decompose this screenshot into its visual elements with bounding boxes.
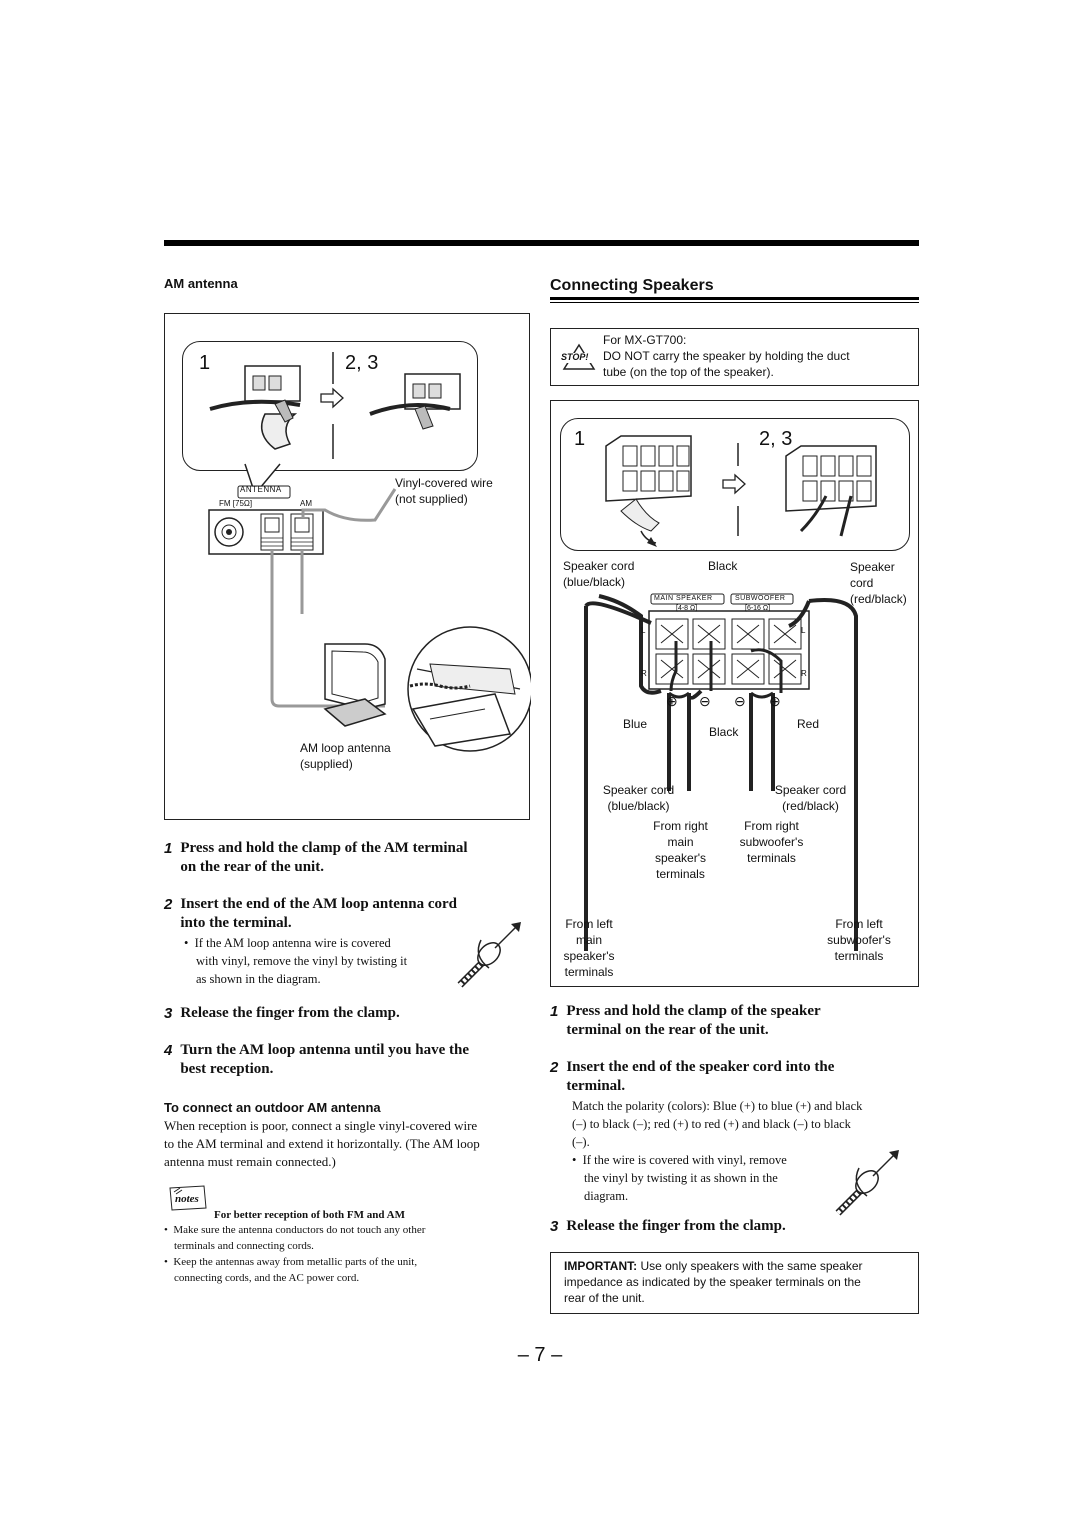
plus-icon: ⊕ xyxy=(769,693,781,709)
left-step2-bullet: • If the AM loop antenna wire is covered… xyxy=(184,936,408,986)
left-channel-label: L xyxy=(641,626,646,635)
important-text: IMPORTANT: Use only speakers with the sa… xyxy=(564,1259,863,1305)
speaker-inset-step-23: 2, 3 xyxy=(759,428,793,450)
caution-line-3: tube (on the top of the speaker). xyxy=(603,365,774,379)
right-channel-label: R xyxy=(641,669,647,678)
am-antenna-heading: AM antenna xyxy=(164,276,238,291)
subwoofer-label: SUBWOOFER xyxy=(735,595,786,602)
notes-item: • Keep the antennas away from metallic p… xyxy=(164,1256,418,1268)
right-channel-label-sub: R xyxy=(801,669,807,678)
am-antenna-drawing xyxy=(208,352,531,752)
red-label: Red xyxy=(797,717,820,731)
inset-step-23: 2, 3 xyxy=(345,352,379,374)
speaker-clamp-inset xyxy=(560,418,910,551)
cord-rb-lower-label: Speaker cord(red/black) xyxy=(774,783,847,813)
stop-icon xyxy=(562,343,596,370)
main-impedance-label: [4-8 Ω] xyxy=(676,605,698,612)
plus-icon: ⊕ xyxy=(666,693,678,709)
main-speaker-label: MAIN SPEAKER xyxy=(654,595,713,602)
twist-wire-icon xyxy=(457,922,521,988)
cord-red-black-label-2: cord xyxy=(850,576,874,590)
antenna-label: ANTENNA xyxy=(240,485,282,494)
caution-line-2: DO NOT carry the speaker by holding the … xyxy=(603,349,850,363)
minus-icon: ⊖ xyxy=(699,693,711,709)
title-rule-thin xyxy=(550,302,919,303)
am-antenna-figure: 1 2, 3 xyxy=(164,313,531,820)
notes-label: notes xyxy=(175,1193,199,1205)
vinyl-wire-label-2: (not supplied) xyxy=(395,492,468,506)
notes-list: • Make sure the antenna conductors do no… xyxy=(164,1222,534,1286)
speaker-inset-step-1: 1 xyxy=(574,428,586,450)
title-rule xyxy=(550,297,919,300)
caution-line-1: For MX-GT700: xyxy=(603,333,687,347)
cord-red-black-label-1: Speaker xyxy=(850,560,895,574)
vinyl-wire-label-1: Vinyl-covered wire xyxy=(395,476,493,490)
cord-blue-black-label-1: Speaker cord xyxy=(563,559,635,573)
outdoor-antenna-body: When reception is poor, connect a single… xyxy=(164,1118,480,1169)
loop-antenna-label-1: AM loop antenna xyxy=(300,741,391,755)
black-label-top: Black xyxy=(708,559,738,573)
top-rule xyxy=(164,240,919,246)
notes-item: • Make sure the antenna conductors do no… xyxy=(164,1224,426,1236)
blue-label: Blue xyxy=(623,717,648,731)
left-channel-label-sub: L xyxy=(801,626,806,635)
cord-red-black-label-3: (red/black) xyxy=(850,592,907,606)
loop-antenna-label-2: (supplied) xyxy=(300,757,353,771)
important-box: IMPORTANT: Use only speakers with the sa… xyxy=(550,1252,919,1314)
black-label-bottom: Black xyxy=(709,725,739,739)
page-number: – 7 – xyxy=(517,1344,563,1366)
outdoor-antenna-heading: To connect an outdoor AM antenna xyxy=(164,1100,381,1115)
fm-label: FM [75Ω] xyxy=(219,499,253,508)
am-label: AM xyxy=(300,499,312,508)
notes-icon: notes xyxy=(166,1184,208,1212)
stop-label: STOP! xyxy=(561,352,589,362)
sub-impedance-label: [6-16 Ω] xyxy=(745,605,771,612)
notes-heading: For better reception of both FM and AM xyxy=(214,1209,405,1221)
cord-blue-black-label-2: (blue/black) xyxy=(563,575,626,589)
clamp-inset xyxy=(182,341,478,471)
inset-step-1: 1 xyxy=(199,352,211,374)
right-step2-bullet: • If the wire is covered with vinyl, rem… xyxy=(572,1153,787,1203)
caution-box: STOP! For MX-GT700: DO NOT carry the spe… xyxy=(550,328,919,386)
cord-bb-lower-label: Speaker cord(blue/black) xyxy=(602,783,675,813)
speaker-figure: 1 2, 3 xyxy=(550,400,919,987)
twist-wire-icon xyxy=(835,1150,899,1216)
speaker-drawing xyxy=(584,435,877,951)
polarity-text: Match the polarity (colors): Blue (+) to… xyxy=(572,1099,863,1149)
connecting-speakers-title: Connecting Speakers xyxy=(550,277,714,294)
minus-icon: ⊖ xyxy=(734,693,746,709)
